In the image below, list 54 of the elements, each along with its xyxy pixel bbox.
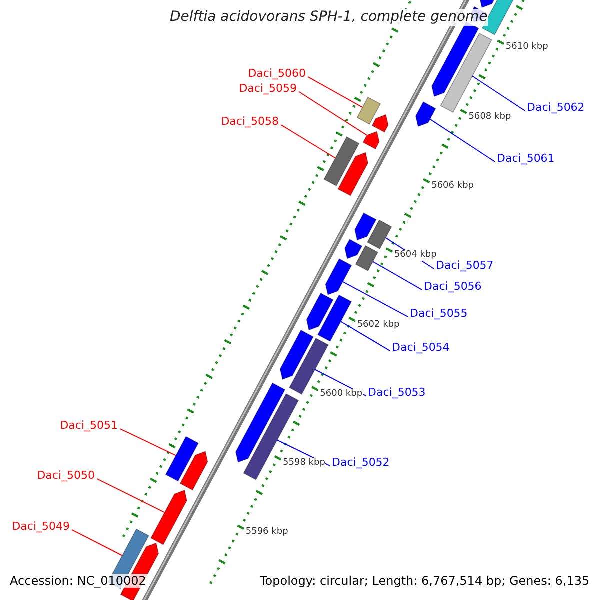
gene-label: Daci_5054 — [392, 341, 450, 354]
leader-line — [308, 76, 364, 108]
gene-marker — [415, 102, 436, 128]
leader-line — [96, 478, 166, 514]
scale-label: 5610 kbp — [506, 42, 548, 54]
gene-marker — [280, 330, 314, 380]
gene-bar — [355, 245, 379, 272]
gene-label: Daci_5049 — [12, 520, 70, 534]
leader-line — [342, 281, 408, 318]
gene-label: Daci_5051 — [60, 419, 118, 432]
gene-label: Daci_5055 — [410, 307, 468, 320]
genome-info-text: Topology: circular; Length: 6,767,514 bp; Genes: 6,135 — [258, 574, 592, 588]
leader-line — [280, 124, 336, 159]
scale-label: 5596 kbp — [246, 527, 288, 538]
gene-label: Daci_5061 — [497, 152, 555, 166]
gene-label: Daci_5050 — [37, 469, 95, 482]
leader-line — [72, 529, 123, 556]
scale-label: 5602 kbp — [357, 320, 400, 330]
scale-label: 5600 kbp — [320, 388, 363, 400]
gene-marker — [325, 258, 352, 296]
gene-label: Daci_5060 — [248, 67, 306, 80]
gene-bar — [165, 436, 200, 482]
leader-line — [430, 118, 496, 162]
gene-label: Daci_5062 — [527, 101, 585, 114]
gene-bar — [356, 96, 382, 125]
scale-label: 5598 kbp — [283, 458, 326, 469]
gene-label: Daci_5056 — [424, 280, 482, 294]
gene-label: Daci_5053 — [368, 386, 426, 400]
gene-label: Daci_5059 — [239, 82, 297, 96]
scale-label: 5606 kbp — [432, 180, 474, 192]
gene-label: Daci_5052 — [332, 456, 390, 470]
gene-marker — [362, 131, 380, 150]
leader-line — [372, 261, 422, 290]
gene-marker — [338, 152, 369, 196]
scale-label: 5604 kbp — [394, 250, 437, 262]
leader-line — [298, 91, 368, 136]
accession-text: Accession: NC_010002 — [8, 574, 148, 588]
gene-marker — [306, 292, 334, 331]
leader-line — [472, 76, 526, 112]
leader-line — [120, 428, 177, 456]
gene-marker — [180, 451, 208, 491]
gene-marker — [150, 490, 188, 546]
gene-label: Daci_5058 — [221, 115, 279, 128]
scale-label: 5608 kbp — [468, 112, 512, 122]
gene-bar — [367, 220, 392, 250]
gene-bar — [324, 136, 360, 187]
gene-bar — [317, 294, 352, 342]
gene-marker — [354, 212, 377, 241]
leader-line — [340, 321, 390, 352]
title: Delftia acidovorans SPH-1, complete genome — [170, 9, 488, 26]
gene-marker — [344, 239, 363, 260]
gene-label: Daci_5057 — [436, 259, 494, 272]
gene-marker — [372, 114, 389, 133]
gene-bar — [440, 32, 492, 113]
